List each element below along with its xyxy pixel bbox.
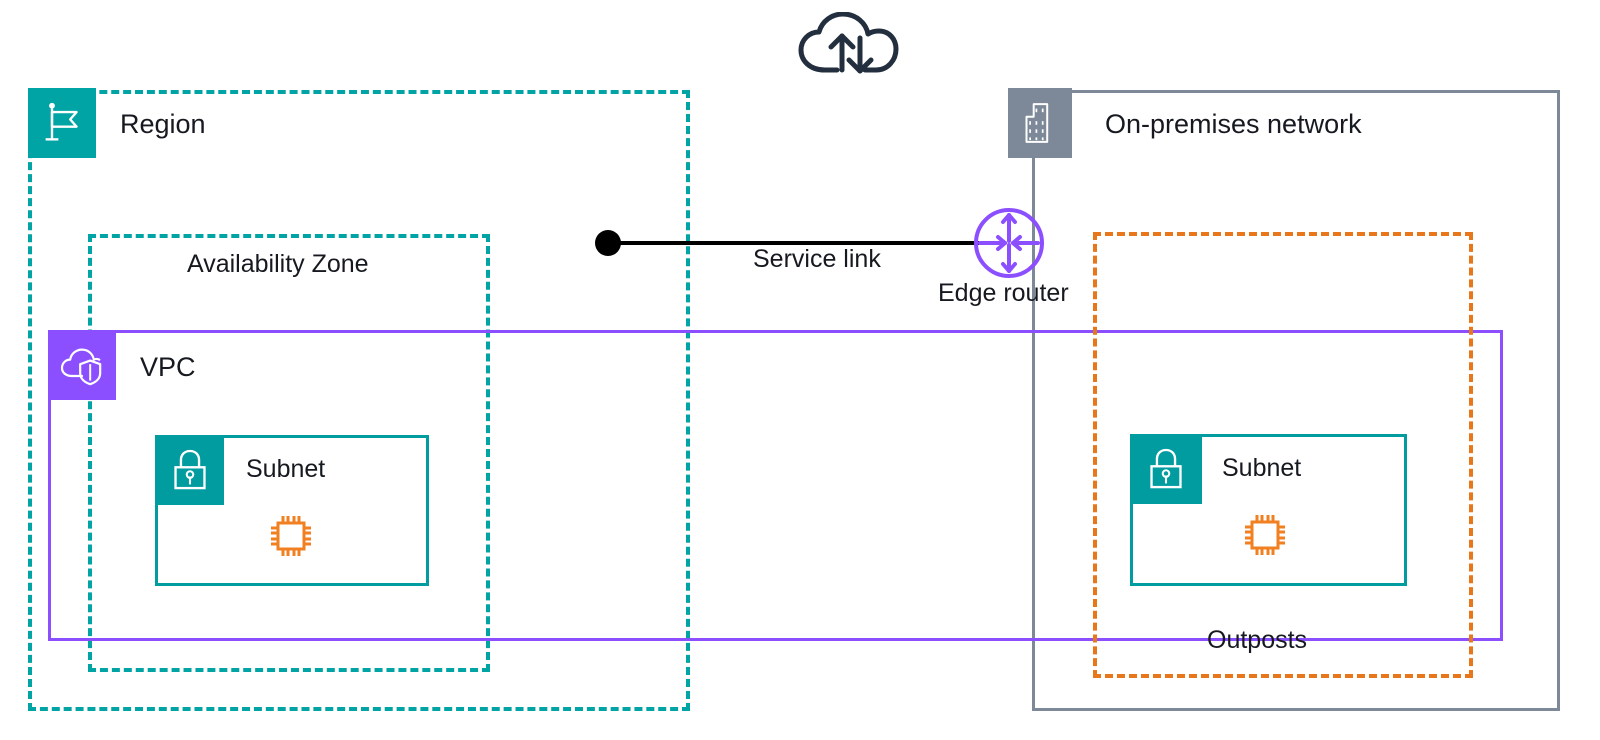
cloud-transfer-icon [795, 11, 901, 76]
service-link-endpoint-dot [595, 230, 621, 256]
building-icon [1008, 88, 1072, 158]
on-premises-network-label: On-premises network [1105, 109, 1362, 139]
subnet-lock-icon [1130, 434, 1202, 504]
cpu-chip-icon [266, 511, 316, 561]
subnet-box-right [1130, 434, 1407, 586]
subnet-label-left: Subnet [246, 455, 326, 483]
vpc-cloud-shield-icon [48, 332, 116, 400]
service-link-line [614, 241, 979, 245]
subnet-label-right: Subnet [1222, 454, 1302, 482]
region-flag-icon [28, 88, 96, 158]
outposts-label: Outposts [1207, 626, 1308, 654]
region-label: Region [120, 109, 206, 139]
vpc-label: VPC [140, 352, 196, 382]
edge-router-label: Edge router [938, 279, 1069, 307]
subnet-box-left [155, 435, 429, 586]
cpu-chip-icon [1240, 510, 1290, 560]
region-container [28, 90, 690, 711]
vpc-container [48, 330, 1503, 641]
on-premises-network-container [1032, 90, 1560, 711]
subnet-lock-icon [155, 435, 224, 505]
service-link-label: Service link [753, 245, 881, 273]
availability-zone-label: Availability Zone [187, 250, 369, 278]
edge-router-icon [973, 207, 1045, 279]
availability-zone-container [88, 234, 490, 672]
outposts-container [1093, 232, 1473, 678]
